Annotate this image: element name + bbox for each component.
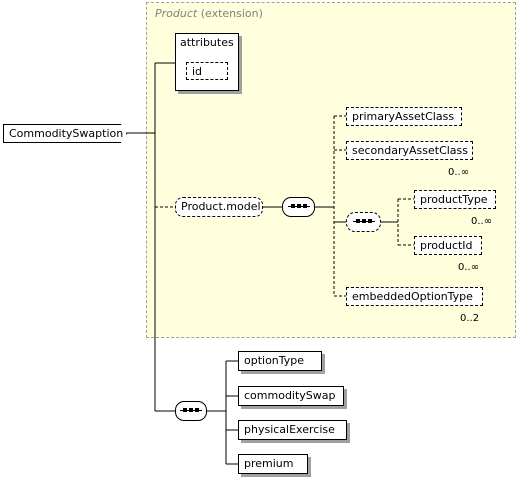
element-embeddedoptiontype[interactable]: embeddedOptionType [346,287,485,308]
attributes-label: attributes [180,36,234,49]
attribute-id[interactable]: id [186,62,228,80]
extension-title: Product (extension) [155,7,263,20]
element-optiontype[interactable]: optionType [238,351,322,371]
extension-suffix: (extension) [200,7,263,20]
group-product-model[interactable]: Product.model [175,197,263,217]
sequence-compositor-bottom[interactable] [175,401,207,421]
element-primaryassetclass[interactable]: primaryAssetClass [346,107,462,126]
element-secondaryassetclass[interactable]: secondaryAssetClass [346,141,475,162]
optiontype-label: optionType [244,354,305,367]
sequence-compositor[interactable] [282,197,315,217]
productid-label: productId [420,239,473,252]
element-productid[interactable]: productId [414,236,484,257]
attributes-box[interactable]: attributes id [175,33,239,91]
producttype-cardinality: 0..∞ [471,216,493,227]
secondaryassetclass-label: secondaryAssetClass [352,144,469,157]
producttype-label: productType [420,193,488,206]
sequence-icon [180,408,202,412]
extension-base-name: Product [155,7,198,20]
root-element-commodityswaption[interactable]: CommoditySwaption [3,124,127,143]
element-premium[interactable]: premium [238,454,308,474]
root-label: CommoditySwaption [9,127,124,140]
group-label: Product.model [181,200,261,213]
element-commodityswap[interactable]: commoditySwap [238,386,344,406]
embeddedoptiontype-label: embeddedOptionType [352,290,473,303]
physicalexercise-label: physicalExercise [244,423,335,436]
sequence-icon [352,219,375,223]
secondaryassetclass-cardinality: 0..∞ [448,167,470,178]
embeddedoptiontype-cardinality: 0..2 [460,313,480,324]
element-physicalexercise[interactable]: physicalExercise [238,420,347,440]
commodityswap-label: commoditySwap [244,389,336,402]
sequence-icon [287,204,310,208]
element-producttype[interactable]: productType [414,190,498,211]
premium-label: premium [244,457,294,470]
attribute-id-label: id [192,65,203,78]
primaryassetclass-label: primaryAssetClass [352,110,455,123]
sequence-compositor-inner[interactable] [346,212,381,232]
productid-cardinality: 0..∞ [458,262,480,273]
